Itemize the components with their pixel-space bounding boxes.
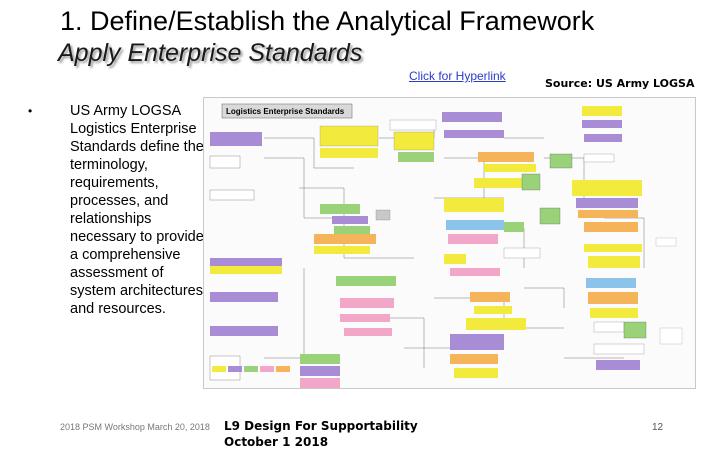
diagram-box-yellow xyxy=(572,180,642,196)
diagram-box-yellow xyxy=(474,178,522,188)
diagram-box-purple xyxy=(596,360,640,370)
diagram-box-yellow xyxy=(584,244,642,252)
footer-course: L9 Design For Supportability October 1 2… xyxy=(224,418,418,450)
diagram-box-pink xyxy=(450,268,500,276)
diagram-graphic: Logistics Enterprise Standards xyxy=(209,103,683,388)
diagram-header-box xyxy=(221,103,353,119)
diagram-box-purple xyxy=(450,334,504,350)
source-credit: Source: US Army LOGSA xyxy=(545,77,695,90)
diagram-box-yellow xyxy=(484,164,536,172)
hyperlink-link[interactable]: Click for Hyperlink xyxy=(409,69,506,83)
diagram-box-white xyxy=(389,119,437,131)
diagram-box-purple xyxy=(210,258,282,266)
diagram-box-green xyxy=(504,222,524,232)
diagram-box-purple xyxy=(210,292,278,302)
diagram-box-white xyxy=(655,237,677,247)
footer-course-line2: October 1 2018 xyxy=(224,435,329,449)
diagram-box-orange xyxy=(478,152,534,162)
diagram-box-pink xyxy=(340,298,394,308)
diagram-box-blue xyxy=(586,278,636,288)
diagram-box-white xyxy=(593,343,645,355)
diagram-box-green xyxy=(336,276,396,286)
diagram-box-pink xyxy=(448,234,498,244)
diagram-box-purple xyxy=(332,216,368,224)
diagram-box-yellow xyxy=(590,308,638,318)
diagram-box-yellow xyxy=(319,125,379,147)
diagram-box-gray xyxy=(375,209,391,221)
diagram-box-purple xyxy=(210,132,262,146)
diagram-box-white xyxy=(659,327,683,345)
diagram-box-orange xyxy=(314,234,376,244)
diagram-box-orange xyxy=(588,292,638,304)
diagram-box-green xyxy=(300,354,340,364)
diagram-box-orange xyxy=(584,222,638,232)
diagram-box-purple xyxy=(442,112,502,122)
diagram-box-yellow xyxy=(393,131,435,151)
page-number: 12 xyxy=(652,422,664,433)
footer-event: 2018 PSM Workshop March 20, 2018 xyxy=(60,422,210,432)
diagram-box-pink xyxy=(344,328,392,336)
enterprise-standards-diagram[interactable]: Logistics Enterprise Standards xyxy=(203,97,696,389)
diagram-box-yellow xyxy=(474,306,512,314)
legend-swatch-yellow xyxy=(212,366,226,372)
diagram-box-yellow xyxy=(444,254,466,264)
diagram-box-yellow xyxy=(582,106,622,116)
bullet-icon: • xyxy=(28,104,33,118)
diagram-cylinder-green xyxy=(549,153,573,169)
diagram-box-yellow xyxy=(466,318,526,330)
diagram-box-blue xyxy=(446,220,504,230)
diagram-box-white xyxy=(209,155,241,169)
legend-swatch-orange xyxy=(276,366,290,372)
diagram-cylinder-green xyxy=(539,207,561,225)
diagram-box-green xyxy=(334,226,370,234)
slide-subtitle: Apply Enterprise Standards xyxy=(58,39,363,67)
diagram-header-text: Logistics Enterprise Standards xyxy=(226,107,345,116)
diagram-box-white xyxy=(583,153,615,163)
diagram-box-white xyxy=(209,189,255,201)
diagram-box-orange xyxy=(450,354,498,364)
diagram-box-purple xyxy=(300,366,340,376)
diagram-box-yellow xyxy=(454,368,498,378)
diagram-box-pink xyxy=(300,378,340,388)
diagram-box-orange xyxy=(470,292,510,302)
diagram-box-green xyxy=(320,204,360,214)
diagram-box-purple xyxy=(444,130,504,138)
diagram-box-yellow xyxy=(210,266,282,274)
footer-course-line1: L9 Design For Supportability xyxy=(224,419,418,433)
diagram-box-white xyxy=(503,247,541,259)
diagram-box-purple xyxy=(210,326,278,336)
diagram-box-purple xyxy=(582,120,622,128)
legend-swatch-purple xyxy=(228,366,242,372)
slide-title: 1. Define/Establish the Analytical Frame… xyxy=(60,6,595,36)
diagram-box-yellow xyxy=(444,198,504,212)
diagram-cylinder-green xyxy=(521,173,541,191)
diagram-box-purple xyxy=(584,134,622,142)
diagram-box-purple xyxy=(576,198,638,208)
diagram-box-yellow xyxy=(314,246,370,254)
legend-swatch-pink xyxy=(260,366,274,372)
diagram-cylinder-green xyxy=(623,321,647,339)
diagram-box-pink xyxy=(340,314,390,322)
diagram-box-white xyxy=(593,321,625,333)
diagram-box-yellow xyxy=(588,256,640,268)
diagram-box-yellow xyxy=(320,148,378,158)
diagram-box-orange xyxy=(578,210,638,218)
bullet-text: US Army LOGSA Logistics Enterprise Stand… xyxy=(70,103,204,317)
diagram-box-green xyxy=(398,152,434,162)
legend-swatch-green xyxy=(244,366,258,372)
